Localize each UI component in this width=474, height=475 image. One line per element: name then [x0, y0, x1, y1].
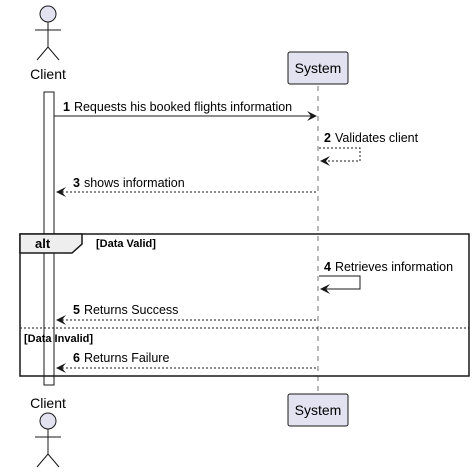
actor-icon — [39, 412, 57, 430]
message-4: 4 Retrieves information — [319, 260, 453, 294]
client-name-top: Client — [30, 66, 66, 82]
client-actor-bottom: Client — [30, 395, 66, 468]
message-6-label: Returns Failure — [84, 351, 169, 365]
message-3-label: shows information — [84, 176, 185, 190]
message-1-number: 1 — [63, 100, 70, 114]
system-participant-top: System — [287, 51, 349, 85]
message-6-number: 6 — [73, 351, 80, 365]
message-5-number: 5 — [73, 303, 80, 317]
client-actor-top: Client — [30, 5, 66, 82]
message-5: 5 Returns Success — [56, 303, 316, 325]
message-3: 3 shows information — [56, 176, 316, 197]
message-2-number: 2 — [324, 131, 331, 145]
system-name-bottom: System — [295, 402, 342, 418]
message-4-label: Retrieves information — [335, 260, 453, 274]
message-4-number: 4 — [324, 260, 331, 274]
actor-icon — [39, 5, 57, 23]
message-2: 2 Validates client — [319, 131, 419, 166]
message-5-label: Returns Success — [84, 303, 178, 317]
alt-keyword: alt — [35, 236, 51, 251]
system-name-top: System — [295, 60, 342, 76]
alt-fragment: alt [Data Valid] [Data Invalid] — [19, 233, 470, 377]
message-1: 1 Requests his booked flights information — [54, 100, 317, 121]
message-3-number: 3 — [73, 176, 80, 190]
alt-guard-invalid: [Data Invalid] — [24, 333, 93, 345]
message-2-label: Validates client — [335, 131, 419, 145]
system-participant-bottom: System — [287, 393, 349, 427]
alt-guard-valid: [Data Valid] — [96, 238, 156, 250]
message-1-label: Requests his booked flights information — [74, 100, 292, 114]
message-6: 6 Returns Failure — [56, 351, 316, 373]
client-name-bottom: Client — [30, 395, 66, 411]
